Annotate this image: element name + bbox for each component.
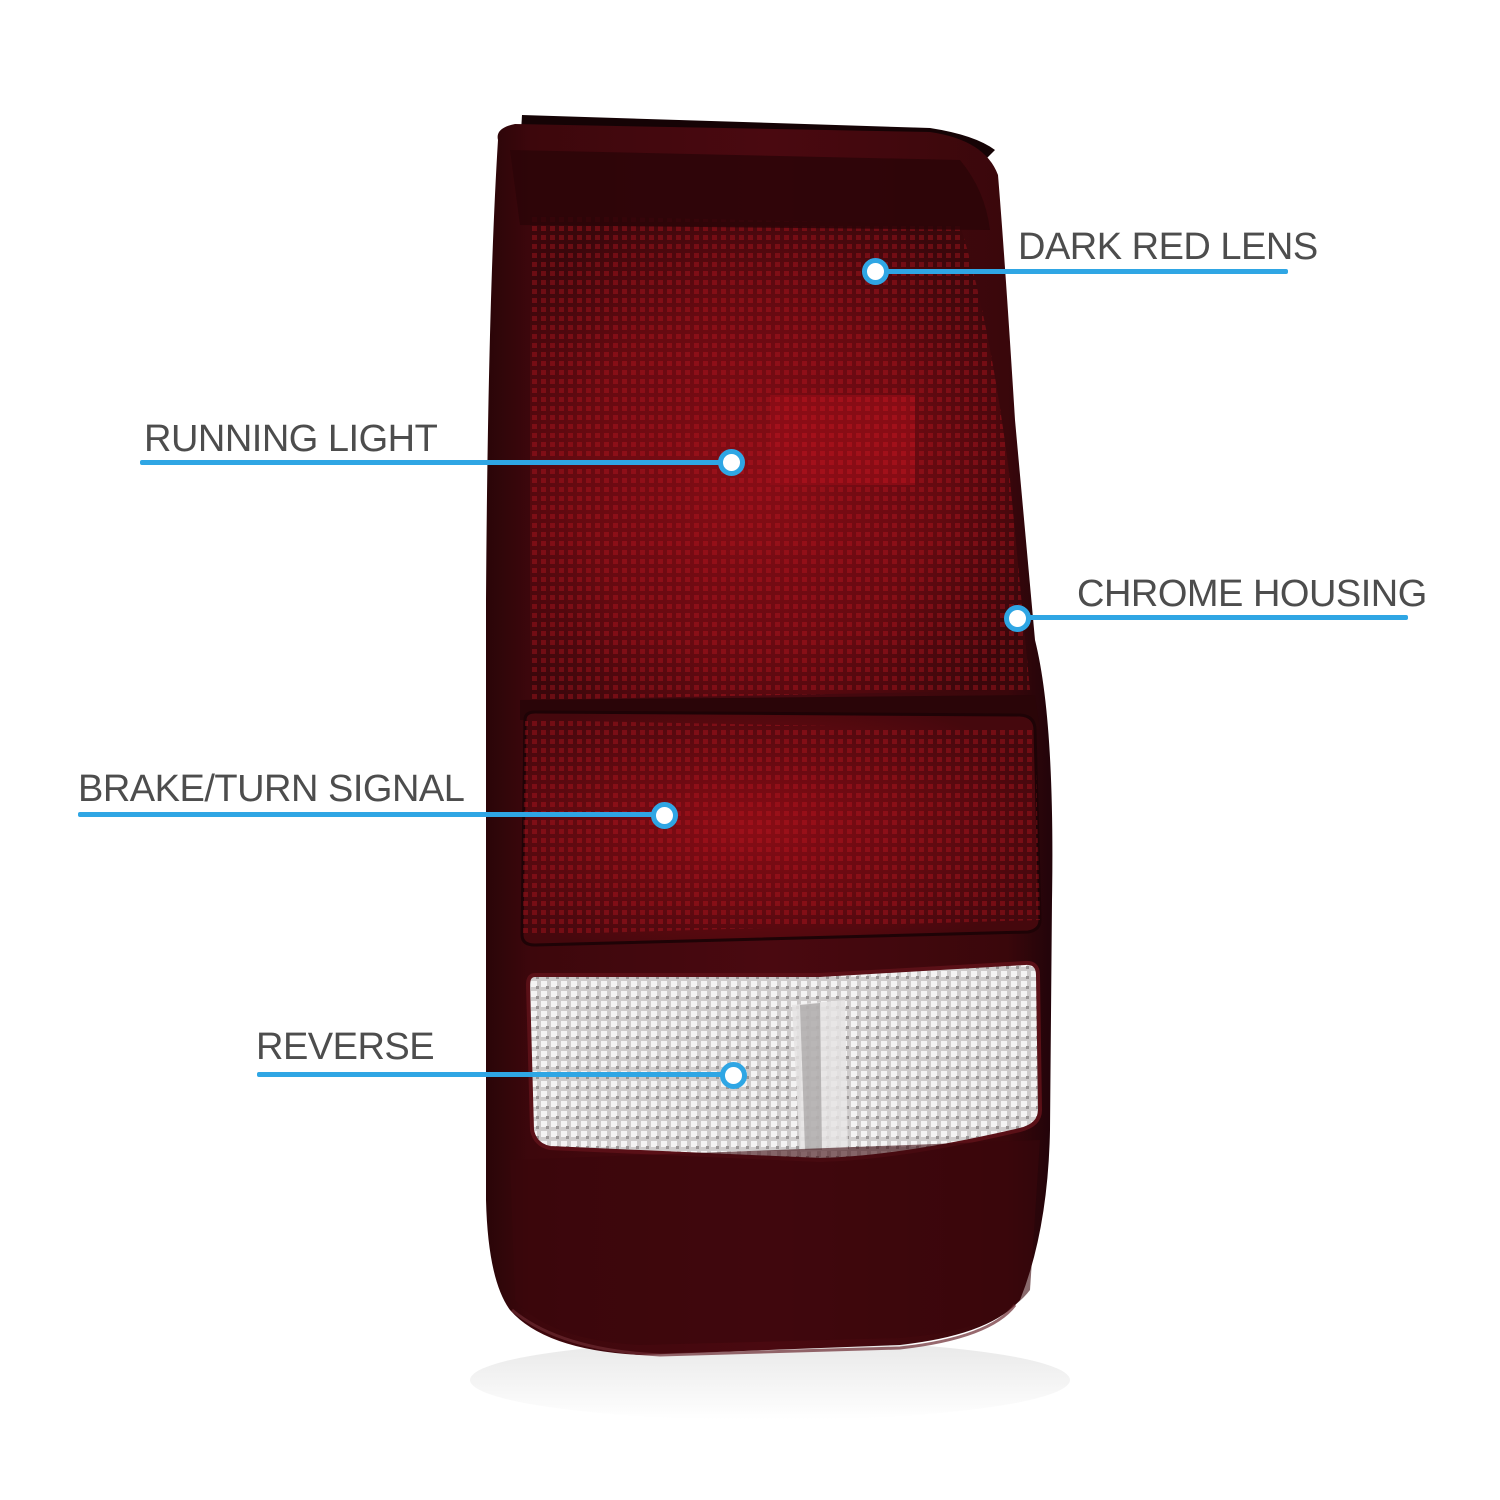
callout-line-brake-turn-signal (78, 812, 663, 817)
callout-line-dark-red-lens (878, 269, 1288, 274)
callout-dot-brake-turn-signal (651, 802, 678, 829)
callout-dot-running-light (718, 449, 745, 476)
callout-label-reverse: REVERSE (256, 1026, 435, 1068)
callout-line-running-light (140, 460, 730, 465)
callout-dot-dark-red-lens (862, 258, 889, 285)
callout-label-brake-turn-signal: BRAKE/TURN SIGNAL (78, 768, 465, 810)
callout-line-chrome-housing (1018, 615, 1408, 620)
callout-label-running-light: RUNNING LIGHT (144, 418, 438, 460)
callout-label-dark-red-lens: DARK RED LENS (1018, 226, 1318, 268)
callout-dot-chrome-housing (1004, 605, 1031, 632)
callout-dot-reverse (720, 1062, 747, 1089)
callout-line-reverse (257, 1072, 732, 1077)
callout-label-chrome-housing: CHROME HOUSING (1077, 573, 1427, 615)
